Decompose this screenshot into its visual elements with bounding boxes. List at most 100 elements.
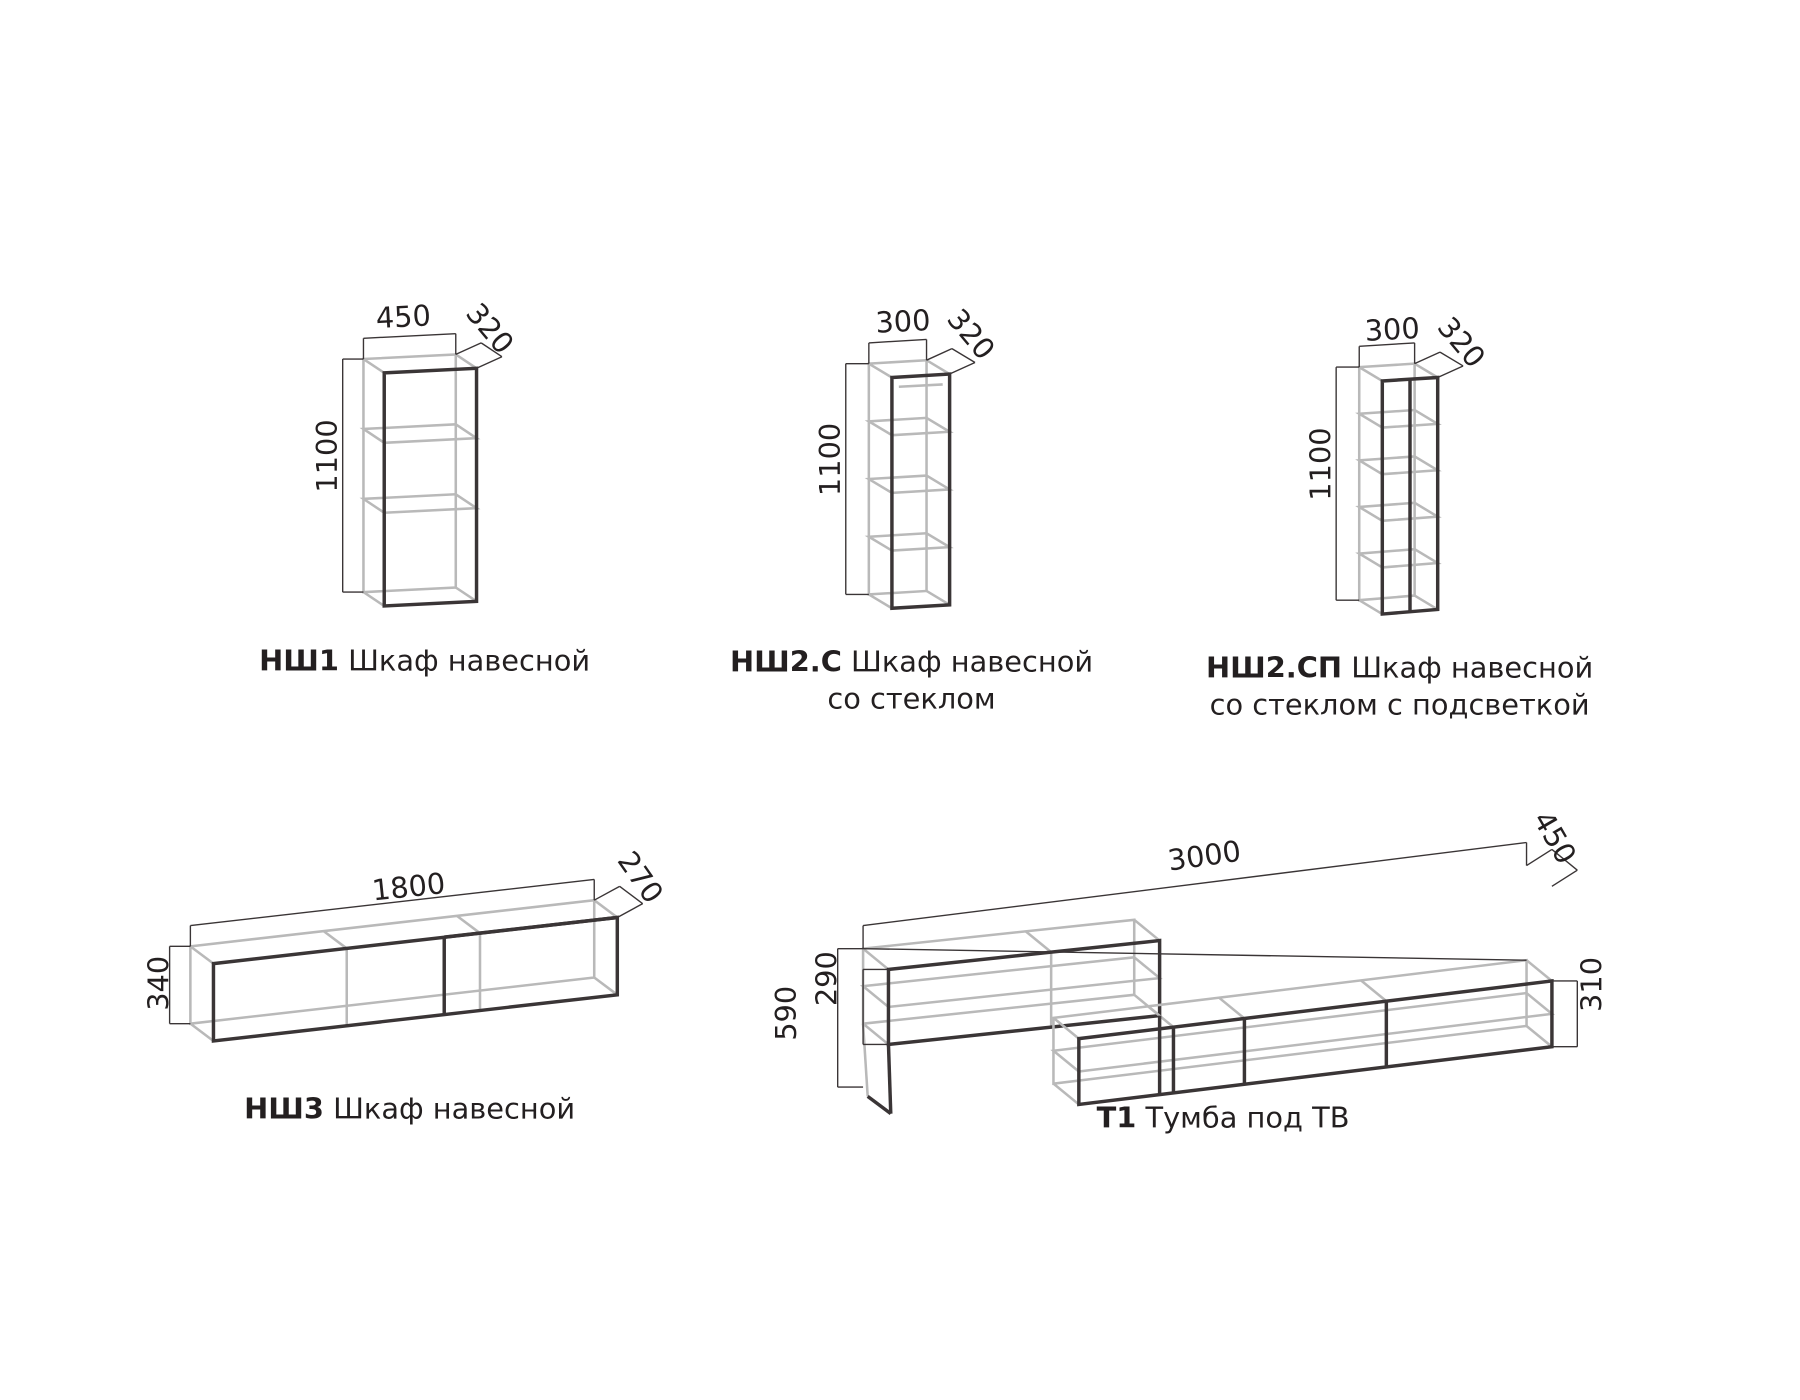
nsh2c-depth-dim xyxy=(951,348,976,364)
nsh3-door-top xyxy=(444,915,618,939)
nsh1-width-dim xyxy=(363,332,456,339)
nsh2sp-depth-dim xyxy=(1439,351,1464,367)
t1-depth-dim xyxy=(1551,848,1578,871)
t1-width-label: 3000 xyxy=(1166,834,1243,878)
item-code: НШ2.СП xyxy=(1206,651,1342,685)
caption-nsh3: НШ3 Шкаф навесной xyxy=(244,1091,575,1125)
caption-nsh2c-subtitle: со стеклом xyxy=(827,682,995,716)
nsh3-depth-dim xyxy=(619,885,644,905)
item-code: НШ3 xyxy=(244,1091,324,1125)
nsh1-depth-dim-ext xyxy=(476,356,503,369)
nsh2c-side-edge xyxy=(868,362,893,379)
t1-height-lower-label: 310 xyxy=(1575,957,1609,1012)
nsh1-side-edge xyxy=(362,357,385,374)
t1-upper-shelf xyxy=(859,955,1163,1009)
nsh2c-side-edge xyxy=(925,589,951,606)
nsh3-depth-dim-ext xyxy=(593,885,620,901)
nsh1-depth-dim-ext xyxy=(455,342,482,356)
nsh2sp-width-dim xyxy=(1359,342,1415,348)
nsh2sp-side-edge xyxy=(1413,362,1439,379)
t1-width-dim xyxy=(862,841,1527,927)
t1-leg-back xyxy=(861,1023,869,1097)
t1-leg-foot xyxy=(866,1094,892,1116)
nsh2c-width-label: 300 xyxy=(875,303,932,340)
t1-leg xyxy=(886,1044,893,1114)
nsh2sp-shelf xyxy=(1355,501,1442,523)
nsh3-width-dim xyxy=(190,878,595,927)
t1-lower-side-edge xyxy=(1525,959,1553,982)
caption-nsh2c: НШ2.С Шкаф навесной xyxy=(730,645,1093,679)
t1-lower-side-edge xyxy=(1052,1082,1080,1106)
nsh2sp-shelf xyxy=(1355,408,1442,429)
nsh1-back xyxy=(362,353,458,594)
nsh2c-depth-dim-ext xyxy=(926,348,953,361)
t1-lower-shelf xyxy=(1050,991,1556,1073)
item-code: НШ1 xyxy=(259,644,339,678)
nsh1-depth-dim xyxy=(480,342,503,358)
nsh3-side-edge xyxy=(593,976,619,996)
t1-depth-dim-ext xyxy=(1551,869,1578,887)
nsh2sp-width-label: 300 xyxy=(1364,311,1421,348)
item-code: НШ2.С xyxy=(730,645,842,679)
t1-height-total-label: 590 xyxy=(769,986,803,1041)
item-title: Тумба под ТВ xyxy=(1145,1101,1350,1135)
nsh2c-height-label: 1100 xyxy=(813,423,847,496)
item-title: Шкаф навесной xyxy=(333,1091,575,1125)
caption-nsh1: НШ1 Шкаф навесной xyxy=(259,644,590,678)
nsh2sp-height-label: 1100 xyxy=(1303,427,1337,500)
nsh1-width-label: 450 xyxy=(375,298,432,335)
nsh2c-front xyxy=(890,372,952,611)
nsh1-side-edge xyxy=(455,353,478,370)
nsh3-divider-edge xyxy=(322,930,348,950)
caption-nsh2sp-subtitle: со стеклом с подсветкой xyxy=(1210,687,1590,721)
nsh3-side-edge xyxy=(593,899,619,919)
item-code: Т1 xyxy=(1097,1101,1137,1135)
nsh2sp-shelf xyxy=(1355,455,1442,476)
nsh2sp-depth-dim-ext xyxy=(1437,365,1464,379)
nsh1-side-edge xyxy=(362,591,385,608)
drawings xyxy=(168,332,1578,1116)
nsh3-depth-label: 270 xyxy=(611,845,670,910)
t1-height-upper-label: 290 xyxy=(810,951,844,1006)
t1-upper-side-edge xyxy=(862,947,890,971)
t1-upper-side-edge xyxy=(1133,918,1161,942)
nsh2c-depth-label: 320 xyxy=(940,302,1001,366)
item-title: Шкаф навесной xyxy=(1351,651,1593,685)
nsh2c-width-dim xyxy=(868,338,927,344)
nsh2sp-front xyxy=(1380,375,1440,616)
item-title: Шкаф навесной xyxy=(851,645,1093,679)
nsh2sp-side-edge xyxy=(1358,599,1383,616)
t1-lower-divider-edge xyxy=(1218,996,1246,1020)
caption-t1: Т1 Тумба под ТВ xyxy=(1097,1101,1350,1135)
nsh3-height-label: 340 xyxy=(141,956,175,1011)
nsh3-divider-edge xyxy=(456,914,481,935)
nsh2sp-shelf xyxy=(1355,547,1442,569)
nsh1-shelf xyxy=(359,492,481,515)
nsh3-side-edge xyxy=(189,945,215,965)
nsh2sp-depth-label: 320 xyxy=(1431,310,1492,374)
nsh2c-depth-dim-ext xyxy=(949,361,976,375)
caption-nsh2sp: НШ2.СП Шкаф навесной xyxy=(1206,651,1593,685)
nsh3-side-edge xyxy=(189,1022,215,1042)
t1-upper-side-edge xyxy=(862,1022,890,1046)
item-title: Шкаф навесной xyxy=(348,644,590,678)
nsh2sp-side-edge xyxy=(1413,594,1439,611)
nsh1-depth-label: 320 xyxy=(459,296,520,360)
nsh1-shelf xyxy=(359,423,481,445)
nsh2c-shelf xyxy=(864,416,954,437)
t1-lower-divider-edge xyxy=(1360,979,1388,1003)
t1-depth-dim-ext xyxy=(1526,848,1553,867)
nsh2c-side-edge xyxy=(868,593,893,610)
nsh2c-side-edge xyxy=(925,359,951,376)
nsh2c-shelf xyxy=(864,531,954,552)
nsh1-side-edge xyxy=(455,586,478,603)
t1-lower-side-edge xyxy=(1525,1024,1553,1048)
nsh2c-glass xyxy=(898,383,943,388)
nsh1-height-label: 1100 xyxy=(310,419,344,492)
nsh2sp-depth-dim-ext xyxy=(1414,351,1441,365)
t1-dummy xyxy=(863,947,1527,961)
t1-lower-side-edge xyxy=(1052,1016,1080,1040)
nsh2sp-side-edge xyxy=(1358,366,1383,383)
t1-upper-divider-edge xyxy=(1024,930,1052,954)
